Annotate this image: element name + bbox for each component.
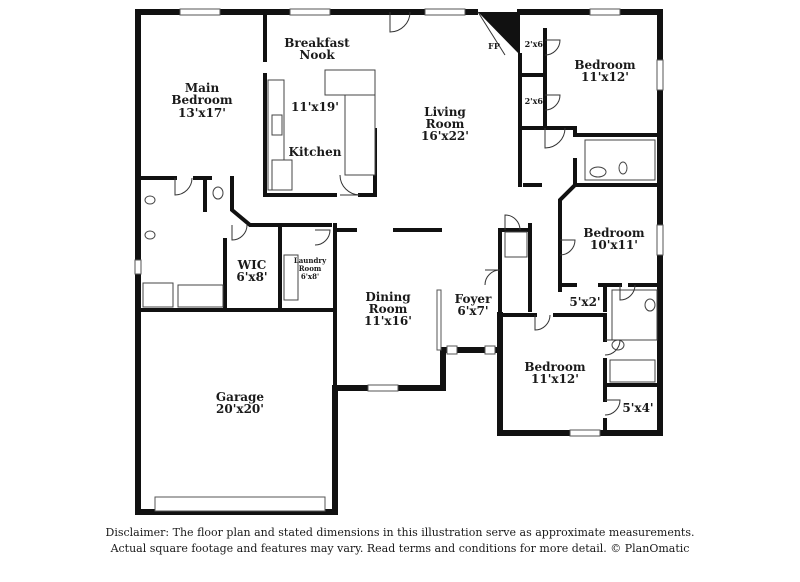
breakfast-label-1: Breakfast (284, 36, 350, 50)
closet-c-label: 5'x2' (569, 295, 600, 309)
dining-label-2: Room (369, 302, 408, 316)
room-labels: Breakfast Nook Main Bedroom 13'x17' 11'x… (171, 36, 653, 416)
main-bedroom-label-1: Main (185, 81, 220, 95)
disclaimer: Disclaimer: The floor plan and stated di… (0, 525, 800, 557)
closet-a-label: 2'x6' (525, 39, 546, 49)
living-dim: 16'x22' (421, 129, 469, 143)
foyer-dim: 6'x7' (457, 304, 488, 318)
laundry-label-1: Laundry (294, 256, 327, 265)
wic-label: WIC (237, 258, 267, 272)
fireplace-label: FP (488, 41, 500, 51)
dining-label-1: Dining (365, 290, 411, 304)
bedroom-ne-dim: 11'x12' (581, 70, 629, 84)
laundry-dim: 6'x8' (301, 272, 319, 281)
interior-walls (136, 10, 662, 435)
garage-label: Garage (216, 390, 265, 404)
closet-b-label: 2'x6' (525, 96, 546, 106)
bedroom-ne-label: Bedroom (574, 58, 635, 72)
laundry-label-2: Room (299, 264, 322, 273)
bedroom-e-dim: 10'x11' (590, 238, 638, 252)
closet-d-label: 5'x4' (622, 401, 653, 415)
bedroom-se-label: Bedroom (524, 360, 585, 374)
living-label-1: Living (424, 105, 466, 119)
kitchen-dim: 11'x19' (291, 100, 339, 114)
windows (134, 8, 664, 512)
main-bedroom-dim: 13'x17' (178, 106, 226, 120)
dining-dim: 11'x16' (364, 314, 412, 328)
doors (174, 11, 636, 416)
fixtures (142, 69, 658, 383)
bedroom-se-dim: 11'x12' (531, 372, 579, 386)
bedroom-e-label: Bedroom (583, 226, 644, 240)
disclaimer-line-2: Actual square footage and features may v… (110, 542, 690, 555)
breakfast-label-2: Nook (299, 48, 335, 62)
main-bedroom-label-2: Bedroom (171, 93, 232, 107)
foyer-label: Foyer (455, 292, 492, 306)
disclaimer-line-1: Disclaimer: The floor plan and stated di… (105, 526, 695, 539)
wic-dim: 6'x8' (236, 270, 267, 284)
living-label-2: Room (426, 117, 465, 131)
garage-dim: 20'x20' (216, 402, 264, 416)
fireplace-icon (478, 12, 520, 55)
kitchen-label: Kitchen (289, 145, 342, 159)
